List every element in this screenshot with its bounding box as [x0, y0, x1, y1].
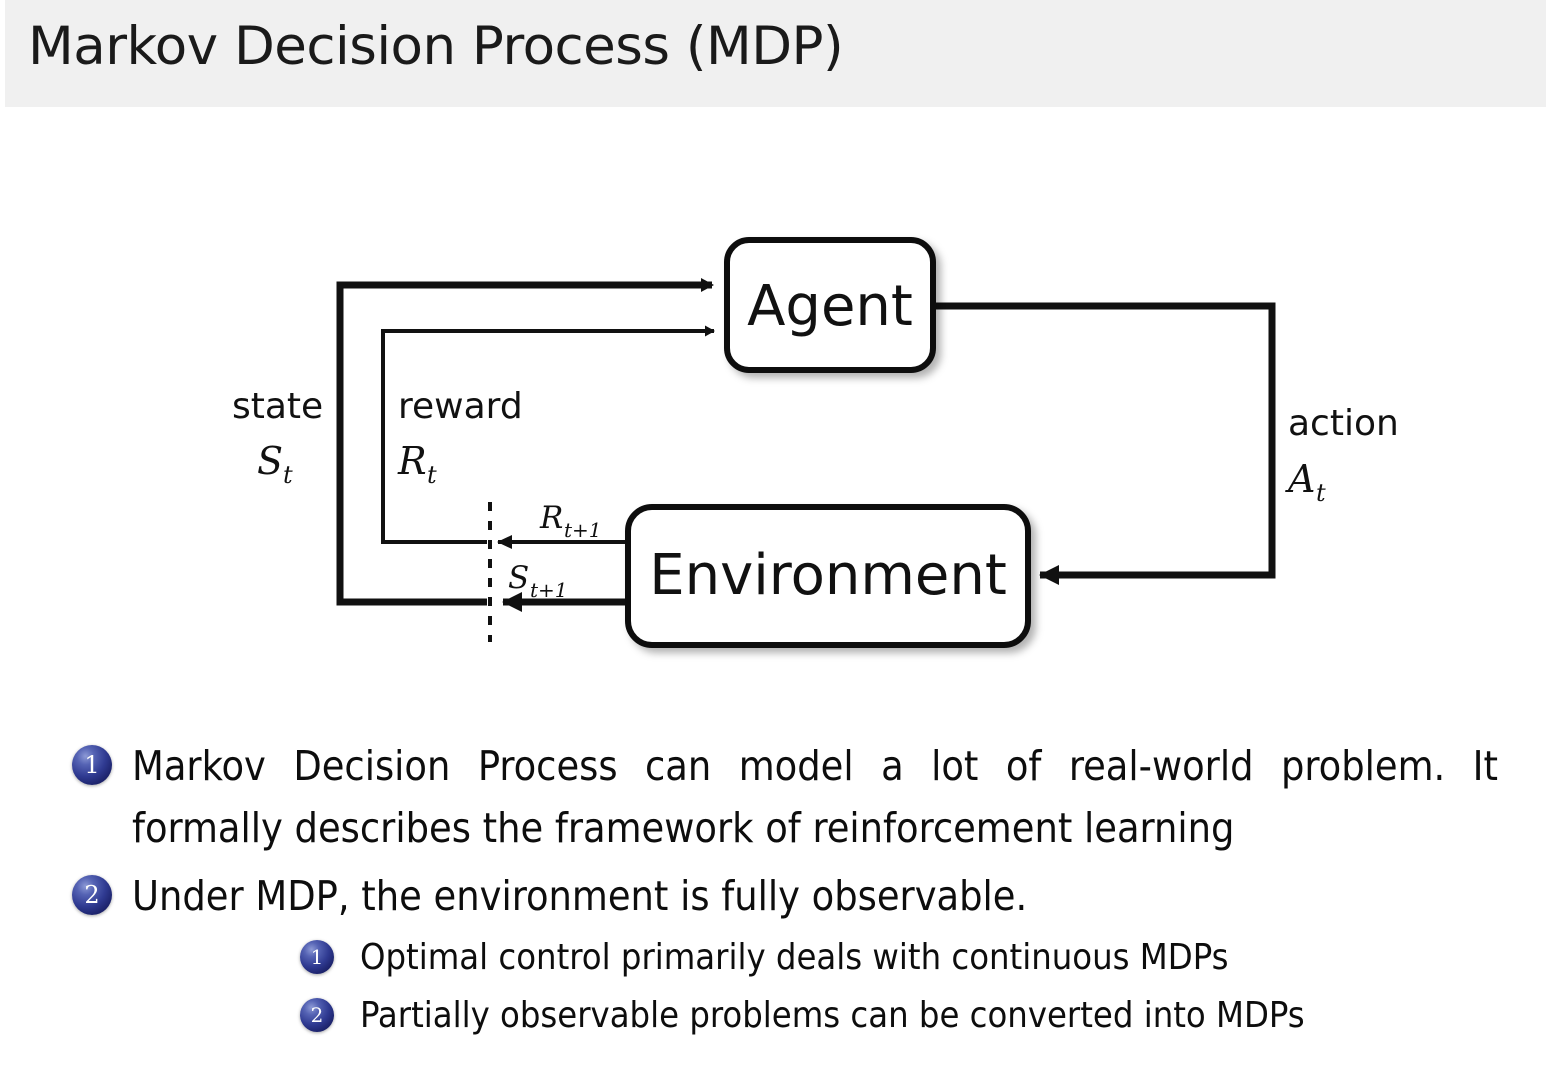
bullet-marker-icon: 2: [72, 875, 112, 915]
page-title: Markov Decision Process (MDP): [28, 16, 844, 77]
label-action: action A t: [1285, 403, 1399, 507]
edge-state-loop: [336, 278, 714, 606]
edge-action-loop: [932, 302, 1276, 585]
bullet-marker-icon: 1: [72, 745, 112, 785]
sub-list-item: 1 Optimal control primarily deals with c…: [132, 931, 1498, 985]
label-next-reward-subscript: t+1: [564, 518, 602, 542]
label-next-state: S t+1: [508, 560, 568, 602]
bullet-list: 1 Markov Decision Process can model a lo…: [0, 735, 1546, 1049]
label-next-state-subscript: t+1: [530, 578, 568, 602]
label-reward-symbol: R: [397, 439, 427, 483]
label-next-reward-symbol: R: [539, 500, 563, 536]
label-reward: reward R t: [397, 386, 523, 489]
node-environment-label: Environment: [649, 543, 1007, 608]
label-state-subscript: t: [283, 461, 293, 489]
mdp-diagram: Agent Environment state S t reward R t: [0, 110, 1546, 710]
sub-bullet-marker-icon: 1: [300, 940, 334, 974]
label-next-state-symbol: S: [508, 560, 529, 596]
label-action-symbol: A: [1285, 457, 1315, 501]
list-item: 2 Under MDP, the environment is fully ob…: [0, 865, 1546, 1043]
label-state: state S t: [232, 386, 323, 489]
node-agent-label: Agent: [747, 274, 913, 339]
slide-header-bar: Markov Decision Process (MDP): [5, 0, 1546, 107]
label-action-word: action: [1288, 403, 1399, 444]
label-reward-word: reward: [398, 386, 523, 427]
label-action-subscript: t: [1316, 479, 1326, 507]
node-environment: Environment: [625, 504, 1031, 648]
label-reward-subscript: t: [427, 461, 437, 489]
list-item-text: Under MDP, the environment is fully obse…: [132, 872, 1028, 920]
sub-list-item-text: Partially observable problems can be con…: [360, 995, 1305, 1036]
list-item-text: Markov Decision Process can model a lot …: [132, 742, 1498, 852]
label-state-symbol: S: [257, 439, 283, 483]
sub-list-item-text: Optimal control primarily deals with con…: [360, 937, 1229, 978]
node-agent: Agent: [724, 237, 936, 373]
sub-list-item: 2 Partially observable problems can be c…: [132, 989, 1498, 1043]
label-next-reward: R t+1: [539, 500, 602, 542]
sub-bullet-list: 1 Optimal control primarily deals with c…: [132, 931, 1498, 1043]
list-item: 1 Markov Decision Process can model a lo…: [0, 735, 1546, 859]
sub-bullet-marker-icon: 2: [300, 998, 334, 1032]
label-state-word: state: [232, 386, 323, 427]
edge-reward-loop: [381, 325, 715, 544]
